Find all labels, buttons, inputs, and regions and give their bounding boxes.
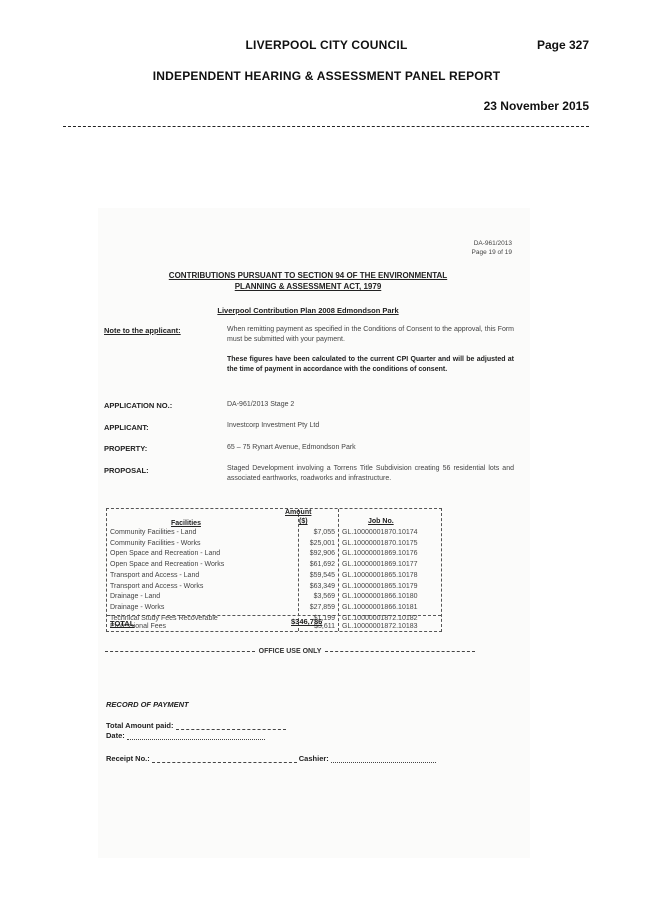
job-no-cell: GL.10000001870.10175 bbox=[342, 539, 418, 547]
job-no-cell: GL.10000001872.10182 bbox=[342, 614, 418, 622]
proposal-label: PROPOSAL: bbox=[104, 466, 149, 475]
reference-page: Page 19 of 19 bbox=[471, 249, 512, 256]
note-bold-text: These figures have been calculated to th… bbox=[227, 356, 514, 373]
applicant-value: Investcorp Investment Pty Ltd bbox=[227, 422, 320, 429]
cashier-label: Cashier: bbox=[298, 754, 329, 763]
applicant-label: APPLICANT: bbox=[104, 423, 149, 432]
receipt-no-label: Receipt No.: bbox=[106, 754, 150, 763]
amount-cell: $63,349 bbox=[309, 582, 335, 590]
total-paid-line: Total Amount paid: bbox=[106, 721, 286, 730]
cashier-field[interactable] bbox=[330, 755, 436, 763]
facility-cell: Community Facilities - Works bbox=[110, 539, 201, 547]
table-row: Open Space and Recreation - Works $61,69… bbox=[107, 561, 441, 572]
total-label: TOTAL bbox=[110, 619, 135, 628]
job-no-cell: GL.10000001872.10183 bbox=[342, 623, 418, 630]
job-no-cell: GL.10000001866.10181 bbox=[342, 603, 418, 611]
facility-cell: Community Facilities - Land bbox=[110, 529, 197, 536]
amount-cell: $25,001 bbox=[309, 539, 335, 547]
table-divider bbox=[298, 509, 299, 631]
contributions-table: Facilities Amount ($) Job No. Community … bbox=[106, 508, 442, 632]
facility-cell: Open Space and Recreation - Land bbox=[110, 550, 221, 558]
form-title: CONTRIBUTIONS PURSUANT TO SECTION 94 OF … bbox=[98, 270, 518, 292]
office-use-divider: OFFICE USE ONLY bbox=[105, 648, 476, 655]
form-title-line-2: PLANNING & ASSESSMENT ACT, 1979 bbox=[234, 282, 382, 291]
job-no-cell: GL.10000001869.10176 bbox=[342, 550, 418, 558]
amount-cell: $7,055 bbox=[313, 529, 335, 536]
column-header-job-no: Job No. bbox=[368, 518, 394, 525]
report-title: INDEPENDENT HEARING & ASSESSMENT PANEL R… bbox=[152, 69, 501, 83]
header-divider bbox=[63, 126, 589, 127]
scanned-contribution-form: DA-961/2013 Page 19 of 19 CONTRIBUTIONS … bbox=[98, 208, 530, 858]
job-no-cell: GL.10000001865.10179 bbox=[342, 582, 418, 590]
page-number: Page 327 bbox=[536, 38, 589, 52]
table-row: Drainage - Works $27,859 GL.10000001866.… bbox=[107, 604, 441, 615]
job-no-cell: GL.10000001869.10177 bbox=[342, 561, 418, 569]
note-text: When remitting payment as specified in t… bbox=[227, 326, 514, 343]
proposal-value: Staged Development involving a Torrens T… bbox=[227, 465, 514, 482]
total-amount: $346,786 bbox=[291, 617, 323, 626]
job-no-cell: GL.10000001870.10174 bbox=[342, 529, 418, 536]
reference-da-number: DA-961/2013 bbox=[473, 240, 512, 247]
amount-cell: $27,859 bbox=[309, 603, 335, 611]
table-row: Transport and Access - Land $59,545 GL.1… bbox=[107, 572, 441, 583]
job-no-cell: GL.10000001866.10180 bbox=[342, 593, 418, 601]
table-row: Drainage - Land $3,569 GL.10000001866.10… bbox=[107, 593, 441, 604]
contribution-plan-title: Liverpool Contribution Plan 2008 Edmonds… bbox=[217, 306, 399, 315]
receipt-no-field[interactable] bbox=[151, 755, 297, 763]
table-row: Technical Study Fees Recoverable $1,199 … bbox=[107, 615, 441, 623]
facility-cell: Professional Fees bbox=[110, 623, 167, 630]
column-header-amount-unit: ($) bbox=[299, 518, 308, 525]
council-name: LIVERPOOL CITY COUNCIL bbox=[245, 38, 408, 52]
facility-cell: Drainage - Works bbox=[110, 603, 165, 611]
job-no-cell: GL.10000001865.10178 bbox=[342, 571, 418, 579]
report-date: 23 November 2015 bbox=[483, 99, 589, 113]
total-paid-label: Total Amount paid: bbox=[106, 721, 174, 730]
receipt-line: Receipt No.: Cashier: bbox=[106, 754, 436, 763]
property-value: 65 – 75 Rynart Avenue, Edmondson Park bbox=[227, 444, 356, 451]
application-no-value: DA-961/2013 Stage 2 bbox=[227, 401, 295, 408]
total-paid-field[interactable] bbox=[175, 722, 286, 730]
note-label: Note to the applicant: bbox=[104, 326, 181, 335]
record-of-payment-label: RECORD OF PAYMENT bbox=[106, 700, 189, 709]
form-reference: DA-961/2013 Page 19 of 19 bbox=[472, 239, 512, 257]
office-use-dash-right bbox=[325, 651, 476, 652]
application-no-label: APPLICATION NO.: bbox=[104, 401, 173, 410]
column-header-facilities: Facilities bbox=[171, 520, 201, 527]
facility-cell: Transport and Access - Works bbox=[110, 582, 204, 590]
amount-cell: $1,199 bbox=[313, 614, 335, 622]
facility-cell: Transport and Access - Land bbox=[110, 571, 200, 579]
column-header-amount: Amount bbox=[285, 509, 312, 516]
table-row: Professional Fees $3,611 GL.10000001872.… bbox=[107, 623, 441, 631]
office-use-label: OFFICE USE ONLY bbox=[258, 648, 322, 655]
office-use-dash-left bbox=[105, 651, 255, 652]
amount-cell: $3,611 bbox=[314, 623, 335, 630]
amount-cell: $61,692 bbox=[309, 561, 335, 569]
date-label: Date: bbox=[106, 731, 125, 740]
facility-cell: Open Space and Recreation - Works bbox=[110, 561, 225, 569]
facility-cell: Technical Study Fees Recoverable bbox=[110, 614, 218, 622]
table-row: Community Facilities - Works $25,001 GL.… bbox=[107, 540, 441, 551]
date-field[interactable] bbox=[126, 732, 265, 740]
amount-cell: $59,545 bbox=[309, 571, 335, 579]
table-divider bbox=[107, 615, 441, 616]
table-row: Open Space and Recreation - Land $92,906… bbox=[107, 550, 441, 561]
date-line: Date: bbox=[106, 731, 265, 740]
table-divider bbox=[338, 509, 339, 631]
table-row: Transport and Access - Works $63,349 GL.… bbox=[107, 583, 441, 594]
amount-cell: $92,906 bbox=[309, 550, 335, 558]
amount-cell: $3,569 bbox=[313, 593, 335, 601]
property-label: PROPERTY: bbox=[104, 444, 148, 453]
form-title-line-1: CONTRIBUTIONS PURSUANT TO SECTION 94 OF … bbox=[168, 271, 448, 280]
facility-cell: Drainage - Land bbox=[110, 593, 161, 601]
table-row: Community Facilities - Land $7,055 GL.10… bbox=[107, 529, 441, 540]
